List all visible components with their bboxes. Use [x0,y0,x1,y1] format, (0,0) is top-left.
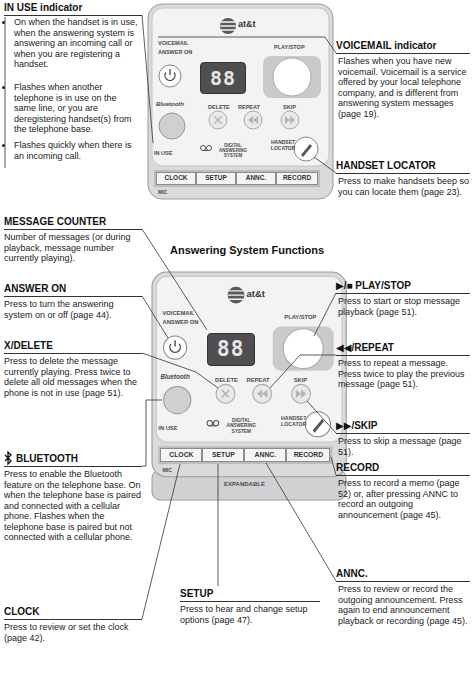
panel-label: ANSWER ON [163,319,199,326]
panel-label: SKIP [294,377,307,384]
callout-heading: BLUETOOTH [4,453,142,467]
button-label: ANNC. [246,175,267,182]
button-label: SETUP [205,175,227,182]
counter-digits: 88 [217,339,244,360]
callout-text: Press to make handsets beep so you can l… [338,176,470,197]
panel-label: VOICEMAIL [163,310,195,317]
panel-label: MIC [158,190,167,196]
panel-label: DIGITAL ANSWERING SYSTEM [219,418,263,434]
callout-heading: ANNC. [336,568,470,582]
function-button: RECORD [286,448,330,462]
callout-text: Press to delete the message currently pl… [4,356,142,398]
function-button: CLOCK [160,448,202,462]
brand-logo: at&t [247,289,265,298]
button-label: SETUP [212,452,235,459]
counter-digits: 88 [210,68,236,88]
panel-label: PLAY/STOP [284,314,316,321]
callout-text: Press to skip a message (page 51). [338,436,470,457]
panel-label: DELETE [215,377,238,384]
callout-text: Press to review or record the outgoing a… [338,584,470,626]
callout-heading: ◀◀/REPEAT [336,342,470,356]
callout-heading: VOICEMAIL indicator [336,40,470,54]
button-label: RECORD [294,452,324,459]
function-button: ANNC. [244,448,286,462]
callout-heading: SETUP [180,588,320,602]
callout-text: Press to review or set the clock (page 4… [4,622,142,643]
callout-text: Number of messages (or during playback, … [4,232,142,264]
panel-label: VOICEMAIL [158,40,189,46]
callout-text: Press to record a memo (page 52) or, aft… [338,478,470,520]
panel-label: MIC [163,467,173,473]
panel-label: SKIP [283,104,296,110]
panel-label: IN USE [154,150,172,156]
brand-logo: at&t [238,20,256,29]
callout-heading: ▶▶/SKIP [336,420,470,434]
callout-heading: RECORD [336,462,470,476]
callout-heading: CLOCK [4,606,142,620]
callout-text: Flashes when you have new voicemail. Voi… [338,56,470,119]
callout-text: Press to hear and change setup options (… [180,604,320,625]
panel-label: REPEAT [238,104,260,110]
callout-text: Press to turn the answering system on or… [4,299,142,320]
base-unit-bottom [152,272,346,477]
leader-lines [142,15,336,619]
function-button: SETUP [202,448,244,462]
panel-label: HANDSET LOCATOR [275,415,313,427]
button-label: ANNC. [255,452,277,459]
panel-label: ANSWER ON [158,49,192,55]
message-counter-display: 88 [200,62,246,94]
bluetooth-icon [5,452,11,464]
callout-heading: ANSWER ON [4,283,142,297]
function-button: RECORD [276,172,318,185]
button-label: CLOCK [169,452,193,459]
callout-heading: X/DELETE [4,340,142,354]
panel-label: PLAY/STOP [274,44,305,50]
callout-text: Flashes when another telephone is in use… [14,82,140,135]
callout-heading: ▶/■ PLAY/STOP [336,280,470,294]
bracket-line [5,17,6,168]
callout-heading: HANDSET LOCATOR [336,160,470,174]
callout-text: On when the handset is in use, when the … [14,17,140,70]
base-unit-top [148,4,333,199]
function-button: SETUP [196,172,236,185]
bluetooth-logo: Bluetooth [156,101,184,108]
model-badge: EXPANDABLE [224,481,265,488]
panel-label: DELETE [208,104,230,110]
bluetooth-logo: Bluetooth [160,374,189,381]
panel-label: DIGITAL ANSWERING SYSTEM [212,143,254,159]
diagram-title: Answering System Functions [170,244,324,257]
callout-text: Press to repeat a message. Press twice t… [338,358,470,390]
callout-text: Press to enable the Bluetooth feature on… [4,469,142,543]
function-button: ANNC. [236,172,276,185]
callout-text: Flashes quickly when there is an incomin… [14,140,140,161]
button-label: CLOCK [164,175,187,182]
message-counter-display: 88 [207,333,255,367]
panel-label: HANDSET LOCATOR [265,140,301,152]
panel-label: IN USE [158,425,177,432]
panel-label: REPEAT [247,377,270,384]
function-button: CLOCK [156,172,196,185]
callout-heading: IN USE indicator [4,2,142,16]
callout-heading: MESSAGE COUNTER [4,216,142,230]
callout-text: Press to start or stop message playback … [338,296,470,317]
button-label: RECORD [283,175,311,182]
